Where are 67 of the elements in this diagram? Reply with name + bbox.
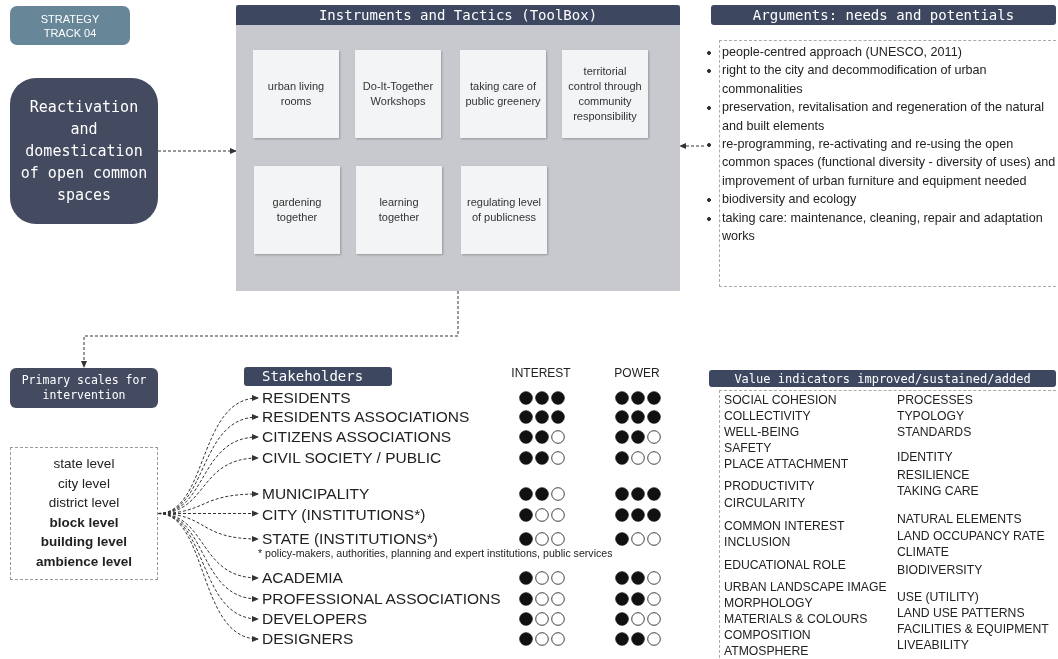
indicator-item: LAND OCCUPANCY RATE bbox=[897, 528, 1045, 544]
indicator-item: COMPOSITION bbox=[724, 627, 811, 643]
indicator-item: EDUCATIONAL ROLE bbox=[724, 557, 846, 573]
sticky-note: regulating level of publicness bbox=[461, 166, 547, 254]
scale-level: ambience level bbox=[34, 552, 134, 571]
sticky-note: gardening together bbox=[254, 166, 340, 254]
indicator-item: PROCESSES bbox=[897, 392, 973, 408]
indicator-item: TYPOLOGY bbox=[897, 408, 965, 424]
indicator-item: COMMON INTEREST bbox=[724, 518, 845, 534]
column-heading: POWER bbox=[614, 366, 660, 380]
stakeholder-label: STATE (INSTITUTIONS*) bbox=[262, 529, 497, 549]
strategy-tag: STRATEGY TRACK 04 bbox=[10, 6, 130, 45]
scale-level: block level bbox=[48, 513, 120, 532]
section-heading: Primary scales for intervention bbox=[10, 368, 158, 408]
sticky-note: territorial control through community responsibility bbox=[562, 50, 648, 138]
indicator-item: USE (UTILITY) bbox=[897, 589, 979, 605]
indicator-item: SAFETY bbox=[724, 440, 772, 456]
indicator-item: STANDARDS bbox=[897, 424, 972, 440]
section-heading: Arguments: needs and potentials bbox=[711, 5, 1056, 25]
scale-level: state level bbox=[52, 455, 116, 473]
sticky-note: Do-It-Together Workshops bbox=[355, 50, 441, 138]
indicator-item: IDENTITY bbox=[897, 449, 953, 465]
indicator-item: COLLECTIVITY bbox=[724, 408, 811, 424]
indicator-item: URBAN LANDSCAPE IMAGE bbox=[724, 579, 887, 595]
indicator-item: NATURAL ELEMENTS bbox=[897, 511, 1022, 527]
scale-level: building level bbox=[39, 533, 129, 552]
arrow bbox=[679, 142, 705, 150]
indicator-item: PLACE ATTACHMENT bbox=[724, 456, 849, 472]
arrow bbox=[157, 147, 237, 155]
strategy-box: Reactivation and domestication of open common spaces bbox=[10, 78, 158, 224]
stakeholder-label: RESIDENTS ASSOCIATIONS bbox=[262, 407, 497, 427]
stakeholder-label: DESIGNERS bbox=[262, 629, 497, 649]
indicator-item: TAKING CARE bbox=[897, 483, 979, 499]
stakeholder-label: RESIDENTS bbox=[262, 388, 497, 408]
indicator-item: LAND USE PATTERNS bbox=[897, 605, 1025, 621]
stakeholder-label: CITIZENS ASSOCIATIONS bbox=[262, 427, 497, 447]
indicator-item: CIRCULARITY bbox=[724, 495, 806, 511]
indicator-item: PRODUCTIVITY bbox=[724, 478, 815, 494]
indicator-item: SOCIAL COHESION bbox=[724, 392, 837, 408]
arrow bbox=[80, 290, 459, 368]
indicator-item: MATERIALS & COLOURS bbox=[724, 611, 868, 627]
indicator-item: LIVEABILITY bbox=[897, 637, 969, 653]
sticky-note: taking care of public greenery bbox=[460, 50, 546, 138]
stakeholder-label: ACADEMIA bbox=[262, 568, 497, 588]
sticky-note: learning together bbox=[356, 166, 442, 254]
scale-level: city level bbox=[57, 474, 111, 493]
scale-level: district level bbox=[47, 494, 121, 513]
indicator-item: INCLUSION bbox=[724, 534, 791, 550]
indicator-item: RESILIENCE bbox=[897, 467, 970, 483]
footnote: * policy-makers, authorities, planning and expert institutions, public services bbox=[258, 547, 613, 559]
section-heading: Stakeholders bbox=[244, 367, 392, 386]
panel-title: Instruments and Tactics (ToolBox) bbox=[236, 5, 680, 25]
stakeholder-label: CITY (INSTITUTIONS*) bbox=[262, 505, 497, 525]
indicator-item: WELL-BEING bbox=[724, 424, 800, 440]
indicator-item: ATMOSPHERE bbox=[724, 643, 809, 659]
section-heading: Value indicators improved/sustained/added bbox=[709, 370, 1056, 387]
dashed-box bbox=[10, 447, 158, 580]
indicator-item: CLIMATE bbox=[897, 544, 949, 560]
indicator-item: MORPHOLOGY bbox=[724, 595, 813, 611]
stakeholder-label: DEVELOPERS bbox=[262, 609, 497, 629]
stakeholder-label: CIVIL SOCIETY / PUBLIC bbox=[262, 448, 497, 468]
column-heading: INTEREST bbox=[511, 366, 571, 380]
indicator-item: FACILITIES & EQUIPMENT bbox=[897, 621, 1049, 637]
stakeholder-label: MUNICIPALITY bbox=[262, 484, 497, 504]
toolbox-panel bbox=[236, 5, 680, 291]
sticky-note: urban living rooms bbox=[253, 50, 339, 138]
indicator-item: BIODIVERSITY bbox=[897, 562, 983, 578]
